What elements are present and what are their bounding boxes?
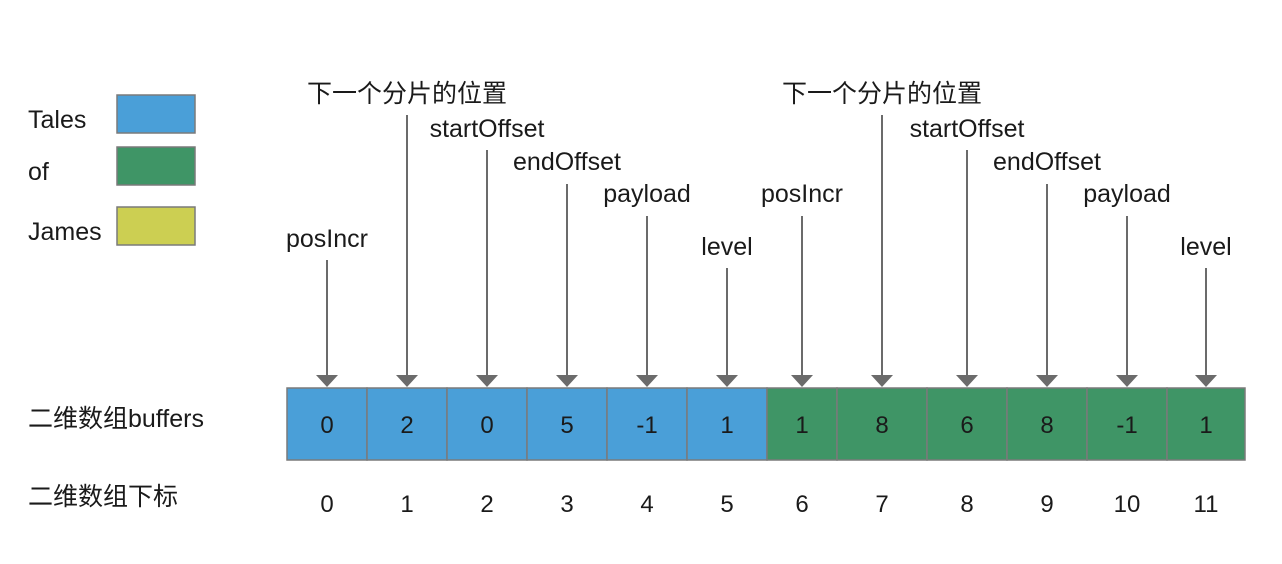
pointer-label: startOffset — [430, 115, 545, 143]
pointer-label: level — [701, 233, 752, 261]
pointer-arrow-head — [1116, 375, 1138, 387]
index-label: 1 — [400, 491, 413, 518]
buffer-cell-value: 1 — [1199, 412, 1212, 439]
buffer-cell — [686, 387, 768, 461]
pointer-label: level — [1180, 233, 1231, 261]
buffer-cell-value: 0 — [480, 412, 493, 439]
buffer-cell-value: -1 — [636, 412, 657, 439]
legend-item-of: of — [28, 146, 196, 186]
buffer-cell-value: 6 — [960, 412, 973, 439]
pointer-arrow-head — [1195, 375, 1217, 387]
row-label-indices: 二维数组下标 — [28, 483, 178, 511]
legend: Tales of James — [28, 94, 196, 246]
legend-swatch-of — [116, 146, 196, 186]
pointer-arrow-head — [1036, 375, 1058, 387]
legend-swatch-tales — [116, 94, 196, 134]
index-label: 4 — [640, 491, 653, 518]
pointer-arrow-head — [871, 375, 893, 387]
index-row: 0 1 2 3 4 5 6 7 8 9 10 11 — [320, 491, 1218, 518]
index-label: 5 — [720, 491, 733, 518]
legend-item-james: James — [28, 206, 196, 246]
index-label: 9 — [1040, 491, 1053, 518]
buffer-cell-value: 2 — [400, 412, 413, 439]
buffer-cell — [1086, 387, 1168, 461]
index-label: 3 — [560, 491, 573, 518]
pointer-arrow-head — [556, 375, 578, 387]
buffer-cell — [286, 387, 368, 461]
legend-label-tales: Tales — [28, 106, 86, 134]
buffer-cell — [526, 387, 608, 461]
legend-item-tales: Tales — [28, 94, 196, 134]
pointer-arrow-head — [791, 375, 813, 387]
pointer-label: posIncr — [286, 225, 368, 253]
pointer-label: 下一个分片的位置 — [782, 80, 982, 108]
buffer-cell — [1166, 387, 1246, 461]
buffer-cell-value: 8 — [875, 412, 888, 439]
pointer-label: endOffset — [513, 148, 621, 176]
buffer-cell-value: 0 — [320, 412, 333, 439]
index-label: 8 — [960, 491, 973, 518]
pointer-label: payload — [603, 180, 691, 208]
pointer-arrow-head — [476, 375, 498, 387]
buffer-cell — [366, 387, 448, 461]
pointer-label: startOffset — [910, 115, 1025, 143]
row-label-buffers: 二维数组buffers — [28, 405, 204, 433]
index-label: 7 — [875, 491, 888, 518]
pointer-label: posIncr — [761, 180, 843, 208]
pointer-label: payload — [1083, 180, 1171, 208]
pointer-arrow-head — [396, 375, 418, 387]
index-label: 10 — [1114, 491, 1141, 518]
legend-swatch-james — [116, 206, 196, 246]
pointer-arrow-head — [316, 375, 338, 387]
index-label: 6 — [795, 491, 808, 518]
buffer-array: 0 2 0 5 -1 1 1 8 6 8 -1 1 — [286, 387, 1246, 461]
buffer-cell-value: 1 — [795, 412, 808, 439]
legend-label-james: James — [28, 218, 102, 246]
pointer-label: 下一个分片的位置 — [307, 80, 507, 108]
buffer-cell — [926, 387, 1008, 461]
buffer-cell — [766, 387, 838, 461]
legend-label-of: of — [28, 158, 49, 186]
index-label: 2 — [480, 491, 493, 518]
buffer-cell-value: -1 — [1116, 412, 1137, 439]
pointer-arrow-head — [636, 375, 658, 387]
index-label: 0 — [320, 491, 333, 518]
pointer-label: endOffset — [993, 148, 1101, 176]
pointer-group: posIncr 下一个分片的位置 startOffset endOffset paylo… — [286, 80, 1232, 387]
index-label: 11 — [1194, 491, 1219, 518]
buffer-cell-value: 5 — [560, 412, 573, 439]
buffer-cell-value: 1 — [720, 412, 733, 439]
buffer-cell — [446, 387, 528, 461]
pointer-arrow-head — [956, 375, 978, 387]
buffer-cell — [606, 387, 688, 461]
pointer-arrow-head — [716, 375, 738, 387]
buffer-cell-value: 8 — [1040, 412, 1053, 439]
buffer-cell — [1006, 387, 1088, 461]
